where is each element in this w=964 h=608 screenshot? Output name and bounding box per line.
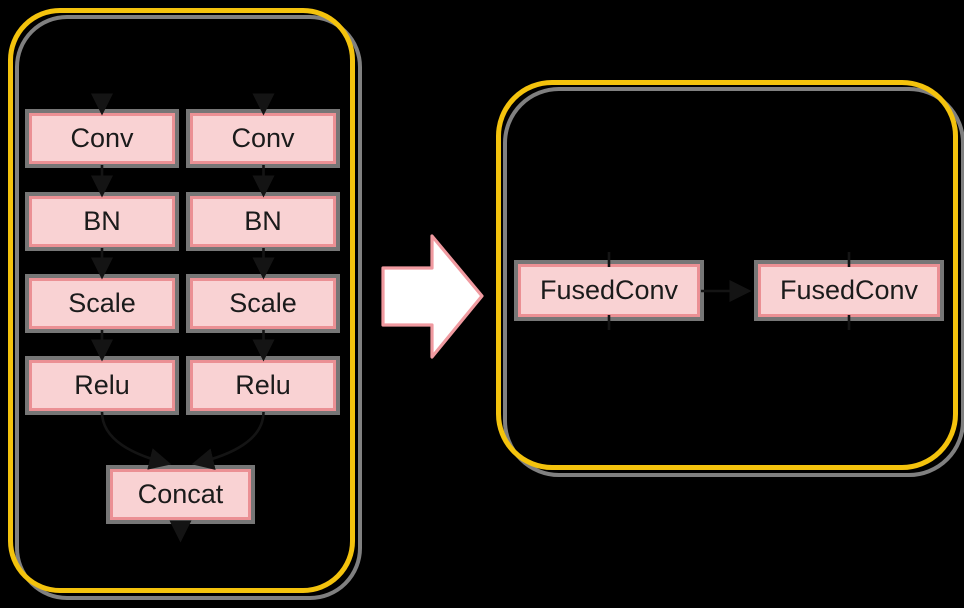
node-fusedconv-right: FusedConv bbox=[758, 264, 940, 317]
right-group-shadow bbox=[503, 87, 964, 477]
transform-arrow bbox=[381, 234, 484, 359]
node-scale-right: Scale bbox=[190, 278, 336, 329]
node-bn-left: BN bbox=[29, 196, 175, 247]
node-bn-right: BN bbox=[190, 196, 336, 247]
node-relu-right: Relu bbox=[190, 360, 336, 411]
node-conv-right: Conv bbox=[190, 113, 336, 164]
node-concat: Concat bbox=[110, 469, 251, 520]
left-group-container bbox=[8, 8, 355, 593]
node-fusedconv-left: FusedConv bbox=[518, 264, 700, 317]
node-relu-left: Relu bbox=[29, 360, 175, 411]
right-group-container bbox=[496, 80, 958, 470]
left-group-shadow bbox=[15, 15, 362, 600]
node-conv-left: Conv bbox=[29, 113, 175, 164]
node-scale-left: Scale bbox=[29, 278, 175, 329]
